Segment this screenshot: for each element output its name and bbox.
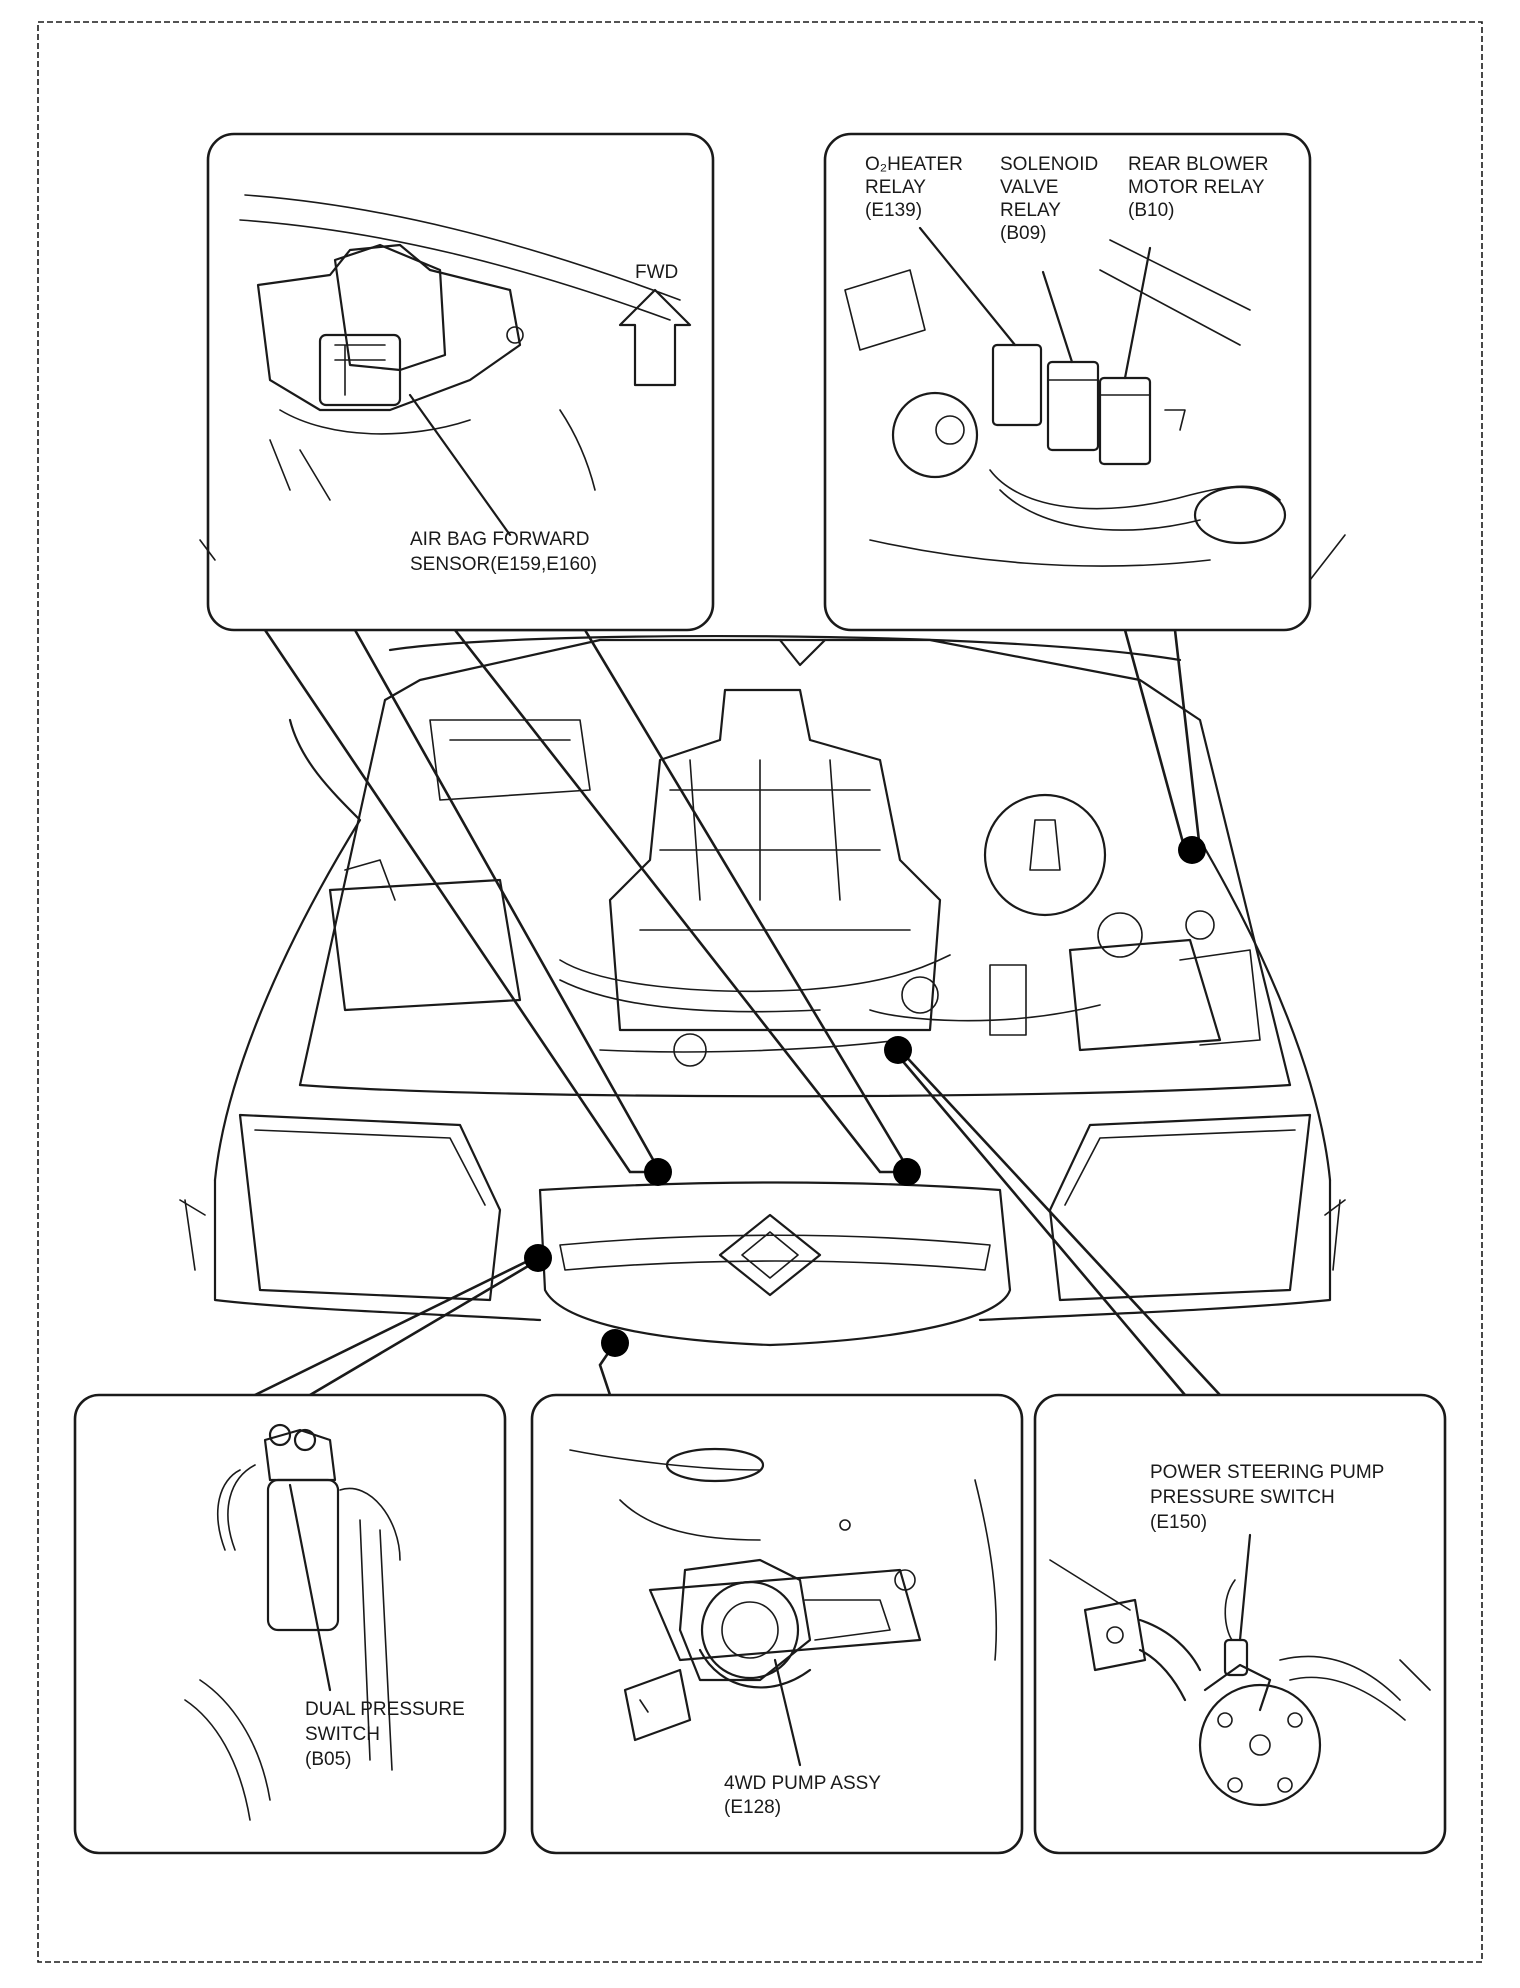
dot-4wd-pump <box>601 1329 629 1357</box>
o2-heater-relay-label-line-3: (E139) <box>865 200 922 221</box>
solenoid-valve-relay-label-line-3: RELAY <box>1000 200 1061 221</box>
dual-pressure-switch-label-line-1: DUAL PRESSURE <box>305 1699 465 1720</box>
power-steering-switch-label-line-3: (E150) <box>1150 1512 1207 1533</box>
dot-relays <box>1178 836 1206 864</box>
4wd-pump-label-line-1: 4WD PUMP ASSY <box>724 1773 881 1794</box>
callout-air-bag-sensor: FWD AIR BAG FORWARD SENSOR(E159,E160) <box>206 132 715 632</box>
callout-dual-pressure-switch: DUAL PRESSURE SWITCH (B05) <box>73 1393 507 1855</box>
dot-dual-pressure-switch <box>524 1244 552 1272</box>
callout-power-steering-switch: POWER STEERING PUMP PRESSURE SWITCH (E15… <box>1033 1393 1447 1855</box>
solenoid-valve-relay-label-line-2: VALVE <box>1000 177 1058 198</box>
page-frame <box>37 21 1483 1963</box>
air-bag-sensor-label-line-2: SENSOR(E159,E160) <box>410 554 597 575</box>
o2-heater-relay-drawing <box>991 343 1043 427</box>
dot-power-steering-switch <box>884 1036 912 1064</box>
power-steering-switch-label-line-1: POWER STEERING PUMP <box>1150 1462 1384 1483</box>
dual-pressure-switch-label-line-3: (B05) <box>305 1749 351 1770</box>
vehicle-front-view <box>179 634 1346 1347</box>
4wd-pump-label-line-2: (E128) <box>724 1797 781 1818</box>
callout-relays: O₂HEATER RELAY (E139) SOLENOID VALVE REL… <box>823 132 1312 632</box>
callout-4wd-pump: 4WD PUMP ASSY (E128) <box>530 1393 1024 1855</box>
solenoid-valve-relay-label-line-4: (B09) <box>1000 223 1046 244</box>
solenoid-valve-relay-label-line-1: SOLENOID <box>1000 154 1098 175</box>
air-bag-sensor-label-line-1: AIR BAG FORWARD <box>410 529 589 550</box>
fender-edge-right <box>1309 534 1346 581</box>
o2-heater-relay-label-line-2: RELAY <box>865 177 926 198</box>
o2-heater-relay-label-line-1: O₂HEATER <box>865 154 963 175</box>
location-dots <box>524 836 1206 1357</box>
dot-air-bag-sensor-right <box>893 1158 921 1186</box>
rear-blower-motor-relay-label-line-1: REAR BLOWER <box>1128 154 1268 175</box>
dot-air-bag-sensor-left <box>644 1158 672 1186</box>
fender-edge-left <box>199 539 216 561</box>
rear-blower-motor-relay-label-line-2: MOTOR RELAY <box>1128 177 1265 198</box>
rear-blower-motor-relay-label-line-3: (B10) <box>1128 200 1174 221</box>
dual-pressure-switch-label-line-2: SWITCH <box>305 1724 380 1745</box>
fwd-label: FWD <box>635 262 678 283</box>
power-steering-switch-label-line-2: PRESSURE SWITCH <box>1150 1487 1335 1508</box>
